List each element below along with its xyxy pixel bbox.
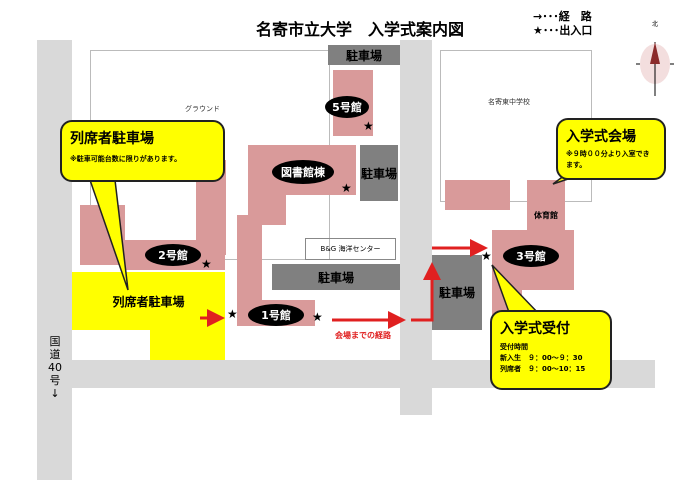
- parking-center: 駐車場: [272, 264, 400, 290]
- callout-guest-parking: 列席者駐車場 ※駐車可能台数に限りがあります。: [60, 120, 225, 182]
- label-library: 図書館棟: [272, 160, 334, 184]
- label-building-3: 3号館: [503, 245, 559, 267]
- route-arrow: [411, 262, 441, 322]
- road-national-40: [37, 40, 72, 480]
- callout-venue: 入学式会場 ※９時００分より入室できます。: [556, 118, 666, 180]
- reception-guests: 列席者 ９：00～10：15: [500, 365, 586, 374]
- guest-parking-lot-ext: [150, 330, 225, 360]
- building-3-north: [445, 180, 510, 210]
- reception-freshmen: 新入生 ９：00～９：30: [500, 354, 583, 363]
- bg-center: B&G 海洋センター: [305, 238, 396, 260]
- callout-title: 入学式受付: [500, 321, 570, 337]
- label-building-5: 5号館: [325, 96, 369, 118]
- road-middle: [400, 40, 432, 415]
- parking-library: 駐車場: [360, 145, 398, 201]
- legend-route: →･･･経 路: [533, 10, 592, 23]
- compass-icon: 北: [636, 20, 674, 96]
- parking-north: 駐車場: [328, 45, 400, 65]
- guest-parking-lot: 列席者駐車場: [72, 272, 225, 330]
- entrance-star-icon: ★: [341, 181, 352, 195]
- entrance-star-icon: ★: [227, 307, 238, 321]
- reception-hours-label: 受付時間: [500, 343, 528, 351]
- label-building-2: 2号館: [145, 244, 201, 266]
- road-label: 国道40号↓: [48, 335, 62, 400]
- callout-note: ※９時００分より入室できます。: [566, 150, 650, 170]
- callout-title: 入学式会場: [566, 129, 636, 145]
- school-label: 名寄東中学校: [488, 98, 530, 106]
- svg-text:北: 北: [652, 20, 658, 28]
- legend: →･･･経 路 ★･･･出入口: [533, 10, 592, 38]
- page-title: 名寄市立大学 入学式案内図: [255, 20, 464, 39]
- ground-label: グラウンド: [185, 105, 220, 113]
- entrance-star-icon: ★: [363, 119, 374, 133]
- callout-reception: 入学式受付 受付時間 新入生 ９：00～９：30 列席者 ９：00～10：15: [490, 310, 612, 390]
- route-label: 会場までの経路: [335, 331, 391, 340]
- legend-entrance: ★･･･出入口: [533, 24, 593, 37]
- callout-note: ※駐車可能台数に限りがあります。: [70, 155, 182, 163]
- entrance-star-icon: ★: [312, 310, 323, 324]
- entrance-star-icon: ★: [201, 257, 212, 271]
- label-building-1: 1号館: [248, 304, 304, 326]
- callout-title: 列席者駐車場: [70, 131, 154, 147]
